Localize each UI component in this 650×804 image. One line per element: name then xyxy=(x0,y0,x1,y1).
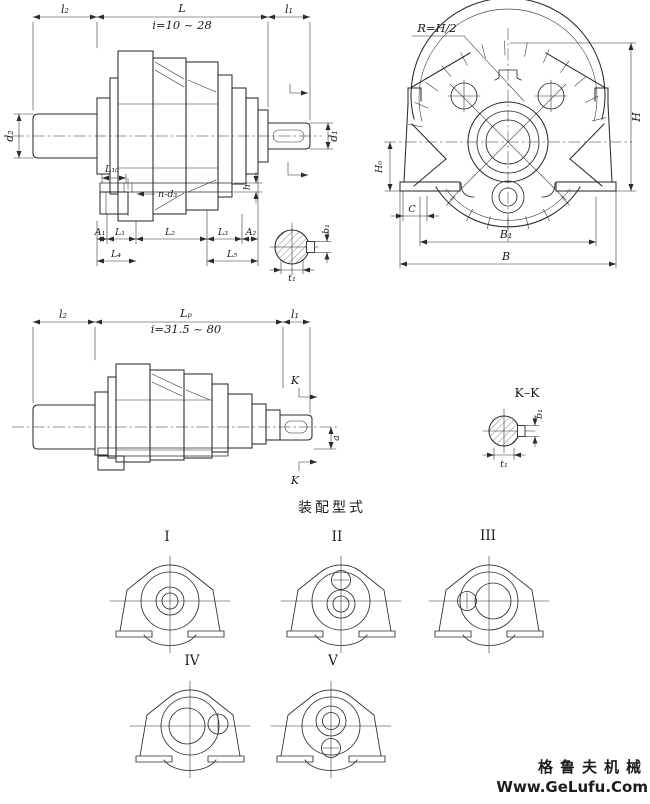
config-4 xyxy=(129,680,251,779)
dim-C: C xyxy=(408,204,416,215)
type-label-4: IV xyxy=(184,653,199,669)
dim-L10: L₁₀ xyxy=(104,164,119,175)
assembly-configurations: 装配型式 I II III IV V xyxy=(109,500,550,779)
dim-d1: d₁ xyxy=(327,130,340,141)
dim-L2: L₂ xyxy=(164,227,175,238)
type-label-5: V xyxy=(327,653,338,669)
ratio-range: i=10 ~ 28 xyxy=(152,18,212,32)
dim-H: H xyxy=(630,112,643,123)
rim-hatch-ticks xyxy=(408,40,607,128)
type-label-3: III xyxy=(480,528,496,544)
callout-n-d3: n-d₃ xyxy=(158,189,177,200)
view-side-lower: l₂ Lₚ l₁ i=31.5 ~ 80 K K a xyxy=(12,307,342,487)
config-5 xyxy=(270,680,392,779)
type-label-1: I xyxy=(164,529,169,545)
radius-note: R=H/2 xyxy=(416,21,457,35)
dim-l2: l₂ xyxy=(61,3,69,16)
output-bore xyxy=(467,101,549,183)
dim-b1: b₁ xyxy=(321,224,332,234)
key-profile xyxy=(517,425,526,437)
dim-t1: t₁ xyxy=(500,459,508,470)
key-section-detail-1: b₁ t₁ xyxy=(269,222,332,284)
bottom-dim-chain: A₁ L₁ L₂ L₃ A₂ L₄ L₅ xyxy=(94,165,259,267)
side-webs xyxy=(411,123,605,187)
dim-H0: H₀ xyxy=(374,161,385,174)
housing-outline xyxy=(94,363,281,463)
key-profile xyxy=(306,241,315,253)
foot-flange xyxy=(99,178,233,218)
section-mark-K-bottom: K xyxy=(290,474,300,487)
section-arrow-lower xyxy=(287,161,309,178)
view-side-upper: l₂ L l₁ i=10 ~ 28 d₂ xyxy=(3,2,340,267)
assembly-heading: 装配型式 xyxy=(298,500,366,516)
type-label-2: II xyxy=(332,529,343,545)
dim-t1: t₁ xyxy=(288,273,296,284)
dim-B: B xyxy=(501,250,510,263)
dim-l1: l₁ xyxy=(285,3,293,16)
config-2 xyxy=(280,555,402,654)
dim-L5: L₅ xyxy=(226,249,237,260)
key-section-detail-KK: K–K b₁ t₁ xyxy=(482,385,545,470)
view-front: R=H/2 H H₀ C B₁ B xyxy=(374,0,643,269)
section-title: K–K xyxy=(515,385,541,400)
ratio-range: i=31.5 ~ 80 xyxy=(151,322,222,336)
dim-a: a xyxy=(331,435,342,441)
watermark-brand: 格鲁夫机械 xyxy=(538,758,648,776)
dim-h: h xyxy=(242,184,253,190)
dim-L3: L₃ xyxy=(217,227,228,238)
dim-Lp: Lₚ xyxy=(179,307,192,320)
housing-outline xyxy=(96,50,269,222)
dim-A2: A₂ xyxy=(245,227,257,238)
dim-d2: d₂ xyxy=(3,130,16,141)
config-1 xyxy=(109,555,231,654)
dim-L4: L₄ xyxy=(110,249,121,260)
dim-L1: L₁ xyxy=(114,227,125,238)
dim-l2: l₂ xyxy=(59,308,67,321)
lifting-lug-mark xyxy=(494,69,522,81)
dim-B1: B₁ xyxy=(499,228,513,241)
dim-l1: l₁ xyxy=(291,308,299,321)
config-3 xyxy=(428,555,550,654)
watermark-url: Www.GeLufu.Com xyxy=(496,778,648,796)
dim-A1: A₁ xyxy=(94,227,106,238)
watermark: 格鲁夫机械 Www.GeLufu.Com xyxy=(496,758,648,796)
dim-L: L xyxy=(177,2,185,15)
section-arrow-upper xyxy=(289,83,309,96)
belly-hatch-ticks xyxy=(446,196,570,232)
bottom-bolt-hole xyxy=(491,180,525,214)
section-mark-K-top: K xyxy=(290,374,300,387)
dim-b1: b₁ xyxy=(534,409,545,419)
